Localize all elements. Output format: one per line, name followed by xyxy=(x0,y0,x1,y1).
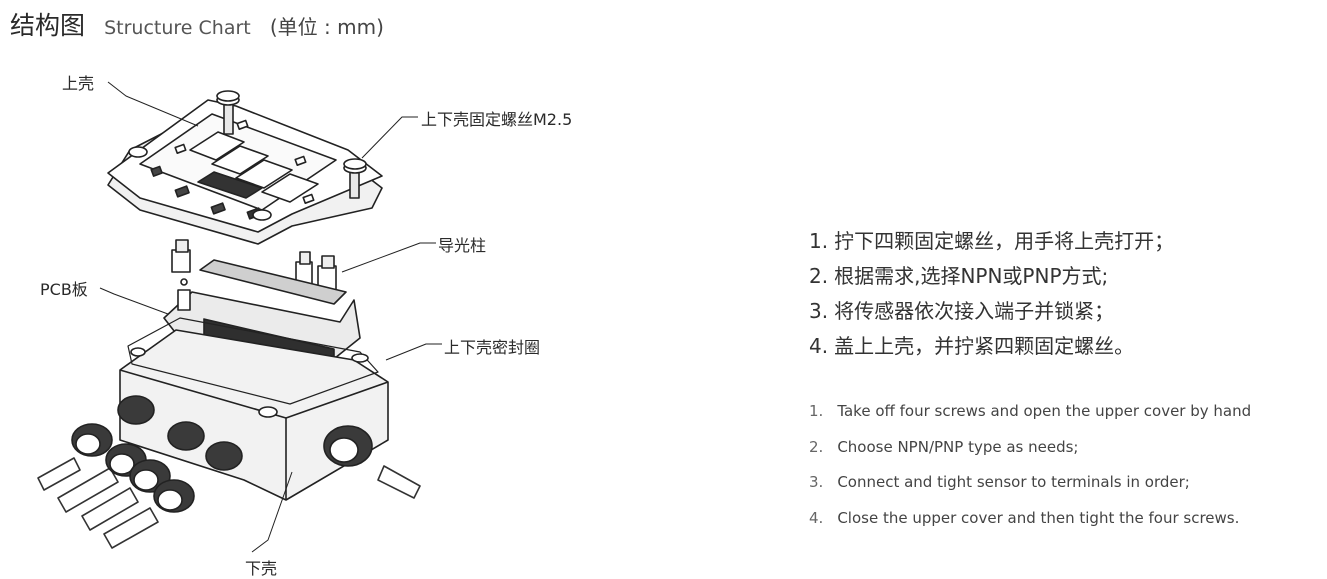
page-header: 结构图 Structure Chart (单位 : mm) xyxy=(10,6,384,42)
step-cn-item: 4.盖上上壳，并拧紧四颗固定螺丝。 xyxy=(809,334,1135,358)
upper-cover-part xyxy=(107,99,383,245)
step-en-item: 1.Take off four screws and open the uppe… xyxy=(809,402,1252,420)
callout-leaders xyxy=(99,81,442,553)
step-cn-item: 2.根据需求,选择NPN或PNP方式; xyxy=(809,264,1109,288)
page-title-en: Structure Chart xyxy=(104,17,251,39)
callout-pcb: PCB板 xyxy=(40,280,88,299)
step-en-item: 3.Connect and tight sensor to terminals … xyxy=(809,473,1190,491)
callout-light-guide: 导光柱 xyxy=(438,236,487,255)
callout-lower-cover: 下壳 xyxy=(245,559,278,578)
callout-seal-ring: 上下壳密封圈 xyxy=(444,338,541,357)
cable-glands xyxy=(37,395,421,549)
step-en-item: 4.Close the upper cover and then tight t… xyxy=(809,508,1240,527)
light-guides xyxy=(171,239,337,291)
callout-upper-cover: 上壳 xyxy=(62,74,95,93)
lower-housing-part xyxy=(119,317,389,501)
step-cn-item: 1.拧下四颗固定螺丝，用手将上壳打开； xyxy=(809,229,1175,253)
step-en-item: 2.Choose NPN/PNP type as needs; xyxy=(809,437,1079,456)
fixing-screws xyxy=(128,90,367,221)
steps-cn-list: 1.拧下四颗固定螺丝，用手将上壳打开； 2.根据需求,选择NPN或PNP方式; … xyxy=(809,224,1174,364)
page-title-cn: 结构图 xyxy=(10,11,86,40)
callout-screws: 上下壳固定螺丝M2.5 xyxy=(421,110,573,129)
exploded-diagram xyxy=(37,81,442,553)
steps-en-list: 1.Take off four screws and open the uppe… xyxy=(809,394,1251,536)
step-cn-item: 3.将传感器依次接入端子并锁紧； xyxy=(809,299,1115,323)
unit-label: (单位 : mm) xyxy=(269,15,384,39)
